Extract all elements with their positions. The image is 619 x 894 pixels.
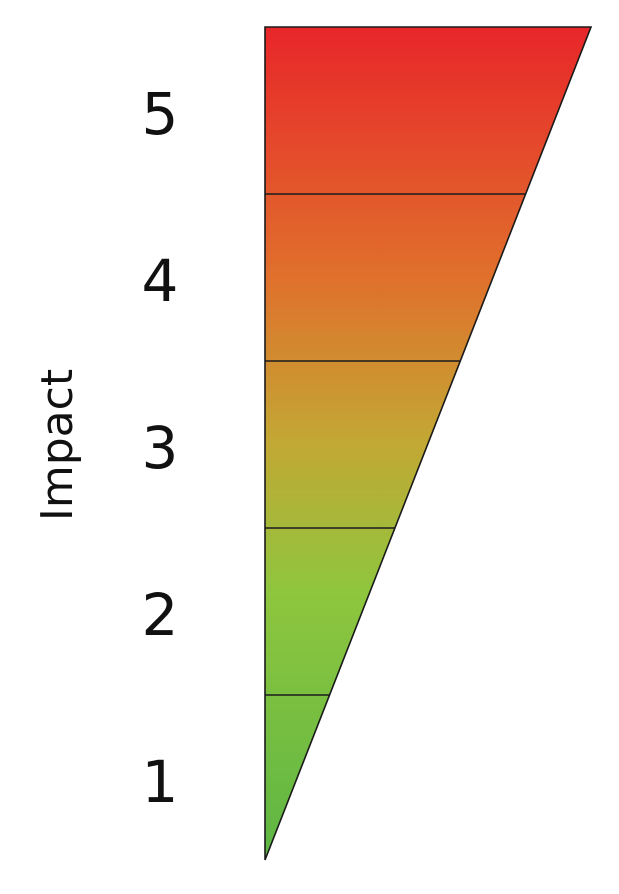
level-label-2: 2 [142, 581, 179, 649]
level-label-3: 3 [142, 414, 179, 482]
level-label-5: 5 [142, 80, 179, 148]
level-label-1: 1 [142, 748, 179, 816]
axis-title: Impact [32, 369, 83, 521]
level-label-4: 4 [142, 247, 179, 315]
impact-triangle-outline [264, 26, 593, 861]
